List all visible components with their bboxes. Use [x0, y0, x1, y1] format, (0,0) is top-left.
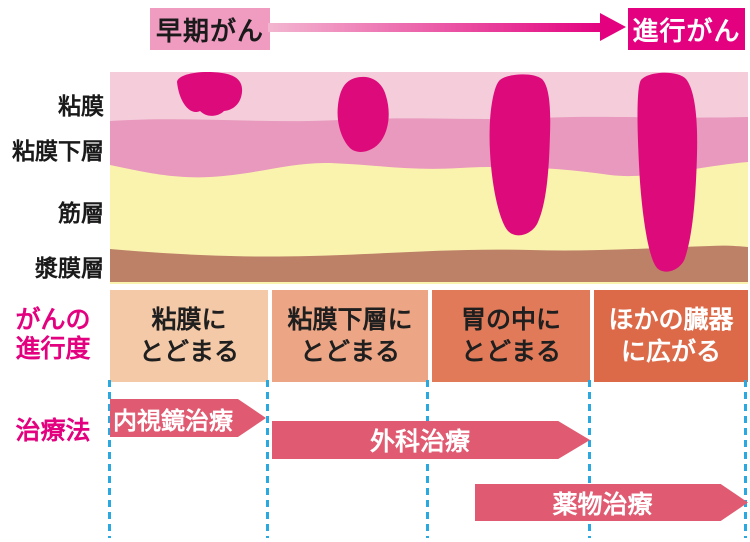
tumor-stage2 [337, 76, 389, 152]
stage-guide-line [426, 380, 429, 538]
layer-label-serosa: 漿膜層 [35, 255, 104, 281]
stage-box-text: 粘膜に [151, 306, 227, 334]
progression-row-label-line1: がんの [15, 306, 91, 334]
stage-box-submucosa: 粘膜下層に とどまる [272, 290, 428, 382]
treatment-arrow-label: 薬物治療 [552, 490, 653, 519]
tumor-stage1 [177, 72, 243, 116]
layer-label-submucosa: 粘膜下層 [12, 138, 104, 164]
stage-box-stomach: 胃の中に とどまる [432, 290, 590, 382]
serosa-layer [110, 245, 748, 282]
early-cancer-badge: 早期がん [150, 8, 270, 50]
stage-box-text: 胃の中に [460, 306, 561, 334]
progression-arrow-head-icon [600, 13, 626, 41]
stage-guide-line [588, 380, 591, 538]
stage-guide-line [744, 380, 747, 538]
layer-label-muscle: 筋層 [58, 200, 104, 226]
stage-box-text: に広がる [620, 338, 721, 366]
stage-box-text: ほかの臓器 [608, 306, 734, 334]
tumor-stage3 [489, 74, 551, 236]
treatment-arrow-label: 内視鏡治療 [113, 407, 233, 435]
treatment-arrow-endoscopic: 内視鏡治療 [110, 399, 266, 437]
stage-guide-line [108, 380, 111, 538]
progression-row-label-line2: 進行度 [15, 335, 91, 363]
layer-label-mucosa: 粘膜 [58, 93, 104, 119]
tumor-stage4 [637, 72, 698, 272]
advanced-cancer-badge: 進行がん [628, 8, 745, 50]
stage-box-other-organs: ほかの臓器 に広がる [594, 290, 748, 382]
stomach-wall-illustration [110, 72, 748, 284]
progression-arrow-shaft [268, 23, 604, 32]
treatment-row-label: 治療法 [15, 417, 91, 445]
stage-box-mucosa: 粘膜に とどまる [110, 290, 268, 382]
stage-guide-line [266, 380, 269, 538]
stage-box-text: とどまる [138, 338, 239, 366]
stage-box-text: とどまる [299, 338, 400, 366]
treatment-arrow-label: 外科治療 [369, 428, 470, 456]
stage-box-text: 粘膜下層に [287, 306, 413, 334]
progression-row-label: がんの 進行度 [0, 306, 106, 364]
treatment-arrow-drug: 薬物治療 [475, 484, 748, 521]
stage-box-text: とどまる [460, 338, 561, 366]
treatment-arrow-surgery: 外科治療 [272, 421, 590, 459]
